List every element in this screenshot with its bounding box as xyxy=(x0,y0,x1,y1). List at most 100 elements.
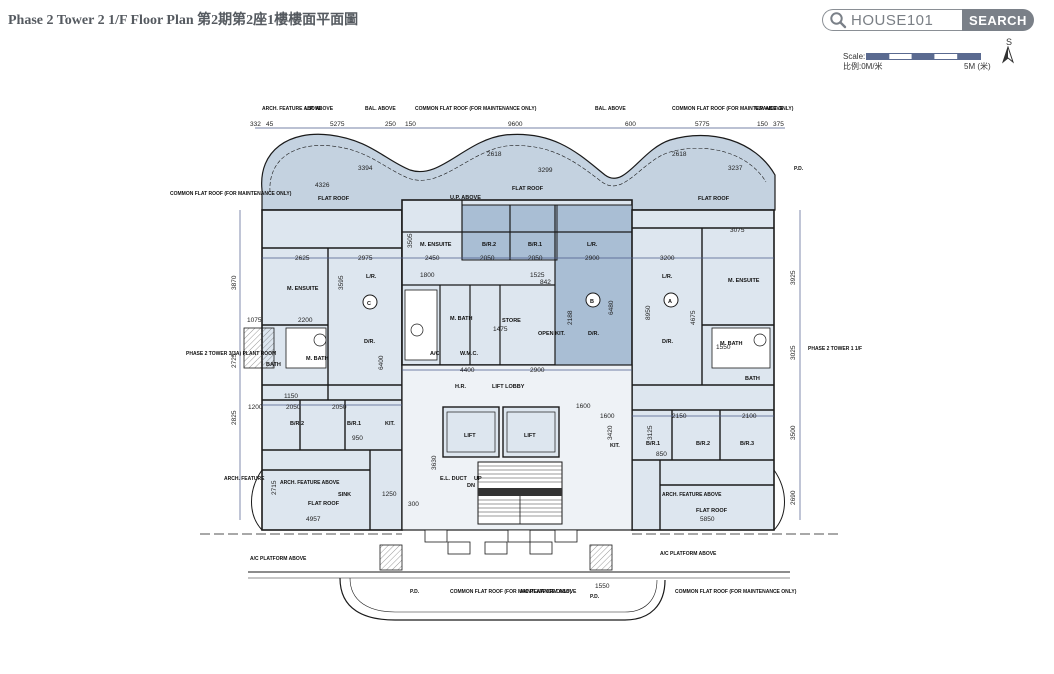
a-bath: BATH xyxy=(745,376,760,382)
bal-above-label-1: BAL. ABOVE xyxy=(365,106,396,112)
scale-bar xyxy=(866,53,981,60)
dim-c-h6: 2715 xyxy=(271,480,278,495)
hr-label: H.R. xyxy=(455,384,466,390)
ac-platform-right-label: A/C PLATFORM ABOVE xyxy=(660,551,717,557)
dim-a-h1: 8950 xyxy=(645,305,652,320)
dim-a-w7: 5850 xyxy=(700,516,715,523)
flat-roof-top xyxy=(261,133,776,211)
b-br1: B/R.1 xyxy=(528,242,542,248)
dim-c-w12: 3394 xyxy=(358,165,373,172)
arch-feature-label: ARCH. FEATURE ABOVE xyxy=(262,106,322,112)
lift-2 xyxy=(502,406,560,458)
bal-above-label-2: BAL. ABOVE xyxy=(595,106,626,112)
dim-b-w9: 4400 xyxy=(460,367,475,374)
up-above-label-1: U.P. ABOVE xyxy=(305,106,334,112)
top-dim-1: 332 xyxy=(250,121,261,128)
c-dr: D/R. xyxy=(364,339,375,345)
dim-b-w11: 2618 xyxy=(487,151,502,158)
dim-c-w11: 4326 xyxy=(315,182,330,189)
dim-b-w1: 2450 xyxy=(425,255,440,262)
north-label: S xyxy=(1006,37,1013,47)
top-dim-8: 5775 xyxy=(695,121,710,128)
c-ensuite: M. ENSUITE xyxy=(287,286,319,292)
dim-c-w7: 2050 xyxy=(332,404,347,411)
a-flat-roof-2: FLAT ROOF xyxy=(696,508,728,514)
up-label: UP xyxy=(474,476,482,482)
dim-b-h1: 6480 xyxy=(608,300,615,315)
dim-c-w1: 2625 xyxy=(295,255,310,262)
search-button[interactable]: SEARCH xyxy=(962,9,1034,31)
b-dr: D/R. xyxy=(588,331,599,337)
pd-right-label: P.D. xyxy=(794,166,804,172)
dim-c-h3: 6400 xyxy=(378,355,385,370)
c-lr: L/R. xyxy=(366,274,377,280)
dim-b-w2: 2050 xyxy=(480,255,495,262)
lift-lobby-label: LIFT LOBBY xyxy=(492,384,525,390)
b-lr: L/R. xyxy=(587,242,598,248)
dim-a-h8: 2690 xyxy=(790,490,797,505)
arch-feature-above-a-label: ARCH. FEATURE ABOVE xyxy=(662,492,722,498)
a-dr: D/R. xyxy=(662,339,673,345)
dim-c-h4: 2725 xyxy=(231,353,238,368)
a-mbath: M. BATH xyxy=(720,341,743,347)
scale-label-cn: 比例:0M/米 xyxy=(843,62,883,71)
top-dim-7: 600 xyxy=(625,121,636,128)
dim-b-w7: 842 xyxy=(540,279,551,286)
dim-a-w10: 2618 xyxy=(672,151,687,158)
dim-b-h3: 3505 xyxy=(407,233,414,248)
c-mbath: M. BATH xyxy=(306,356,329,362)
bottom-curve xyxy=(339,577,666,621)
unit-c-label: C xyxy=(367,301,371,307)
a-ensuite: M. ENSUITE xyxy=(728,278,760,284)
unit-a-area xyxy=(631,209,775,531)
common-flat-roof-bottom-label: COMMON FLAT ROOF (FOR MAINTENANCE ONLY) xyxy=(450,589,572,595)
dim-a-h5: 3420 xyxy=(607,425,614,440)
common-flat-roof-left-label: COMMON FLAT ROOF (FOR MAINTENANCE ONLY) xyxy=(170,191,292,197)
arch-feature-above-c-label: ARCH. FEATURE ABOVE xyxy=(280,480,340,486)
top-dim-10: 375 xyxy=(773,121,784,128)
top-dim-4: 250 xyxy=(385,121,396,128)
dim-b-w10: 2900 xyxy=(530,367,545,374)
search-box[interactable] xyxy=(822,9,962,31)
dim-lobby-h: 3630 xyxy=(431,455,438,470)
a-br1: B/R.1 xyxy=(646,441,660,447)
dim-b-w3: 2050 xyxy=(528,255,543,262)
pd-bottom-2-label: P.D. xyxy=(590,594,600,600)
a-br3: B/R.3 xyxy=(740,441,754,447)
scale-end-label: 5M (米) xyxy=(964,62,991,71)
north-arrow-icon xyxy=(1001,46,1015,64)
dim-c-w3: 2200 xyxy=(298,317,313,324)
dim-misc1: 1250 xyxy=(382,491,397,498)
phase2-tower1-label: PHASE 2 TOWER 1 1/F xyxy=(808,346,862,352)
dim-a-h2: 4675 xyxy=(690,310,697,325)
dim-c-h1: 3870 xyxy=(231,275,238,290)
dim-b-h2: 2188 xyxy=(567,310,574,325)
dim-b-w8: 1475 xyxy=(493,326,508,333)
c-kit: KIT. xyxy=(385,421,395,427)
dim-c-w2: 2975 xyxy=(358,255,373,262)
dim-b-w12: 3299 xyxy=(538,167,553,174)
staircase xyxy=(477,461,563,525)
dim-a-h7: 3500 xyxy=(790,425,797,440)
c-br2: B/R.2 xyxy=(290,421,304,427)
arch-feature-left-label: ARCH. FEATURE xyxy=(224,476,265,482)
dn-label: DN xyxy=(467,483,475,489)
dim-lobby-w: 1600 xyxy=(576,403,591,410)
b-flat-roof: FLAT ROOF xyxy=(512,186,544,192)
top-dim-3: 5275 xyxy=(330,121,345,128)
b-ac: A/C xyxy=(430,351,440,357)
ac-platform-left-label: A/C PLATFORM ABOVE xyxy=(250,556,307,562)
dim-a-w6: 2100 xyxy=(742,413,757,420)
top-dim-9: 150 xyxy=(757,121,768,128)
search-input[interactable] xyxy=(847,11,951,29)
dim-c-w4: 1075 xyxy=(247,317,262,324)
up-above-label-2: U.P. ABOVE xyxy=(755,106,784,112)
common-flat-roof-label-2: COMMON FLAT ROOF (FOR MAINTENANCE ONLY) xyxy=(672,106,794,112)
dim-a-w9: 1550 xyxy=(595,583,610,590)
tower3-plant-label: PHASE 2 TOWER 3(3A) PLANT ROOM xyxy=(186,351,276,357)
sink-label: SINK xyxy=(338,492,351,498)
c-bath: BATH xyxy=(266,362,281,368)
b-mbath: M. BATH xyxy=(450,316,473,322)
b-up-above: U.P. ABOVE xyxy=(450,195,481,201)
el-duct-label: E.L. DUCT xyxy=(440,476,468,482)
